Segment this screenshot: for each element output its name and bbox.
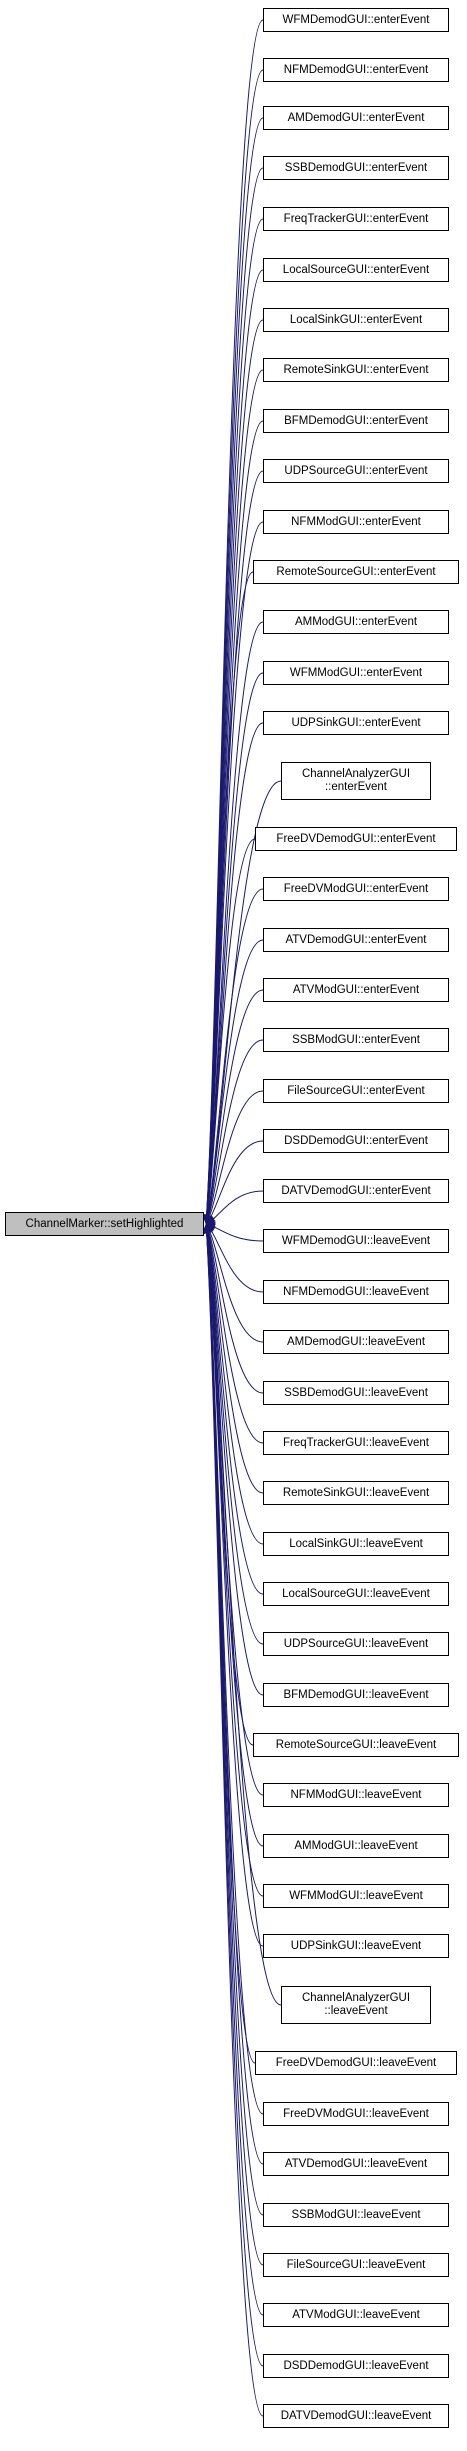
- call-edge: [203, 1223, 264, 1645]
- caller-node[interactable]: DSDDemodGUI::leaveEvent: [263, 2354, 449, 2378]
- caller-node[interactable]: BFMDemodGUI::enterEvent: [263, 409, 449, 433]
- caller-node[interactable]: AMModGUI::enterEvent: [263, 610, 449, 634]
- caller-node[interactable]: DATVDemodGUI::leaveEvent: [263, 2404, 449, 2428]
- caller-node[interactable]: WFMModGUI::leaveEvent: [263, 1884, 449, 1908]
- caller-node[interactable]: ATVModGUI::enterEvent: [263, 978, 449, 1002]
- root-node-setHighlighted[interactable]: ChannelMarker::setHighlighted: [5, 1212, 204, 1236]
- caller-node[interactable]: NFMDemodGUI::leaveEvent: [263, 1280, 449, 1304]
- caller-node[interactable]: UDPSourceGUI::leaveEvent: [263, 1632, 449, 1656]
- call-edge: [205, 1223, 264, 1444]
- caller-node[interactable]: FileSourceGUI::leaveEvent: [263, 2253, 449, 2277]
- call-edge: [204, 939, 264, 1225]
- caller-node[interactable]: SSBModGUI::leaveEvent: [263, 2203, 449, 2227]
- caller-node[interactable]: DATVDemodGUI::enterEvent: [263, 1179, 449, 1203]
- call-edge: [202, 571, 254, 1225]
- caller-node[interactable]: NFMDemodGUI::enterEvent: [263, 58, 449, 82]
- caller-node[interactable]: AMDemodGUI::enterEvent: [263, 106, 449, 130]
- call-edge: [204, 1223, 264, 1494]
- call-edge: [203, 838, 256, 1225]
- caller-node[interactable]: RemoteSinkGUI::leaveEvent: [263, 1481, 449, 1505]
- caller-node[interactable]: NFMModGUI::enterEvent: [263, 510, 449, 534]
- caller-node[interactable]: BFMDemodGUI::leaveEvent: [263, 1683, 449, 1707]
- caller-node[interactable]: NFMModGUI::leaveEvent: [263, 1783, 449, 1807]
- call-edge: [202, 1223, 256, 2064]
- caller-node[interactable]: WFMDemodGUI::leaveEvent: [263, 1229, 449, 1253]
- call-edge: [205, 1223, 264, 1394]
- call-edge: [203, 1223, 264, 1595]
- caller-node[interactable]: ATVDemodGUI::leaveEvent: [263, 2152, 449, 2176]
- call-edge: [205, 1039, 264, 1225]
- caller-node[interactable]: ATVModGUI::leaveEvent: [263, 2303, 449, 2327]
- caller-node[interactable]: RemoteSinkGUI::enterEvent: [263, 358, 449, 382]
- caller-node[interactable]: ChannelAnalyzerGUI ::enterEvent: [281, 762, 431, 800]
- caller-node[interactable]: SSBModGUI::enterEvent: [263, 1028, 449, 1052]
- caller-node[interactable]: UDPSinkGUI::enterEvent: [263, 711, 449, 735]
- caller-node[interactable]: FreqTrackerGUI::enterEvent: [263, 207, 449, 231]
- caller-node[interactable]: AMDemodGUI::leaveEvent: [263, 1330, 449, 1354]
- caller-node[interactable]: LocalSinkGUI::enterEvent: [263, 308, 449, 332]
- call-edge: [202, 1223, 264, 2417]
- call-edge: [202, 672, 264, 1225]
- caller-node[interactable]: SSBDemodGUI::leaveEvent: [263, 1381, 449, 1405]
- call-edge: [203, 888, 264, 1225]
- caller-node[interactable]: LocalSinkGUI::leaveEvent: [263, 1532, 449, 1556]
- caller-node[interactable]: WFMModGUI::enterEvent: [263, 661, 449, 685]
- caller-node[interactable]: FileSourceGUI::enterEvent: [263, 1079, 449, 1103]
- caller-node[interactable]: FreeDVDemodGUI::leaveEvent: [255, 2051, 457, 2075]
- caller-node[interactable]: DSDDemodGUI::enterEvent: [263, 1129, 449, 1153]
- caller-node[interactable]: AMModGUI::leaveEvent: [263, 1834, 449, 1858]
- caller-node[interactable]: FreeDVModGUI::enterEvent: [263, 877, 449, 901]
- caller-node[interactable]: FreeDVDemodGUI::enterEvent: [255, 827, 457, 851]
- call-edge: [202, 1223, 264, 1947]
- caller-node[interactable]: LocalSourceGUI::enterEvent: [263, 258, 449, 282]
- caller-node[interactable]: LocalSourceGUI::leaveEvent: [263, 1582, 449, 1606]
- call-edge: [205, 1090, 264, 1225]
- call-edge: [202, 1223, 282, 2006]
- caller-node[interactable]: RemoteSourceGUI::enterEvent: [253, 560, 459, 584]
- caller-node[interactable]: SSBDemodGUI::enterEvent: [263, 156, 449, 180]
- caller-node[interactable]: FreeDVModGUI::leaveEvent: [263, 2102, 449, 2126]
- caller-node[interactable]: UDPSourceGUI::enterEvent: [263, 459, 449, 483]
- caller-node[interactable]: RemoteSourceGUI::leaveEvent: [253, 1733, 459, 1757]
- caller-node[interactable]: UDPSinkGUI::leaveEvent: [263, 1934, 449, 1958]
- caller-node[interactable]: ATVDemodGUI::enterEvent: [263, 928, 449, 952]
- caller-node[interactable]: WFMDemodGUI::enterEvent: [263, 8, 449, 32]
- call-edge: [203, 1223, 264, 1545]
- call-edge: [204, 989, 264, 1225]
- caller-node[interactable]: ChannelAnalyzerGUI ::leaveEvent: [281, 1986, 431, 2024]
- caller-node[interactable]: FreqTrackerGUI::leaveEvent: [263, 1431, 449, 1455]
- call-edge: [205, 1221, 264, 1242]
